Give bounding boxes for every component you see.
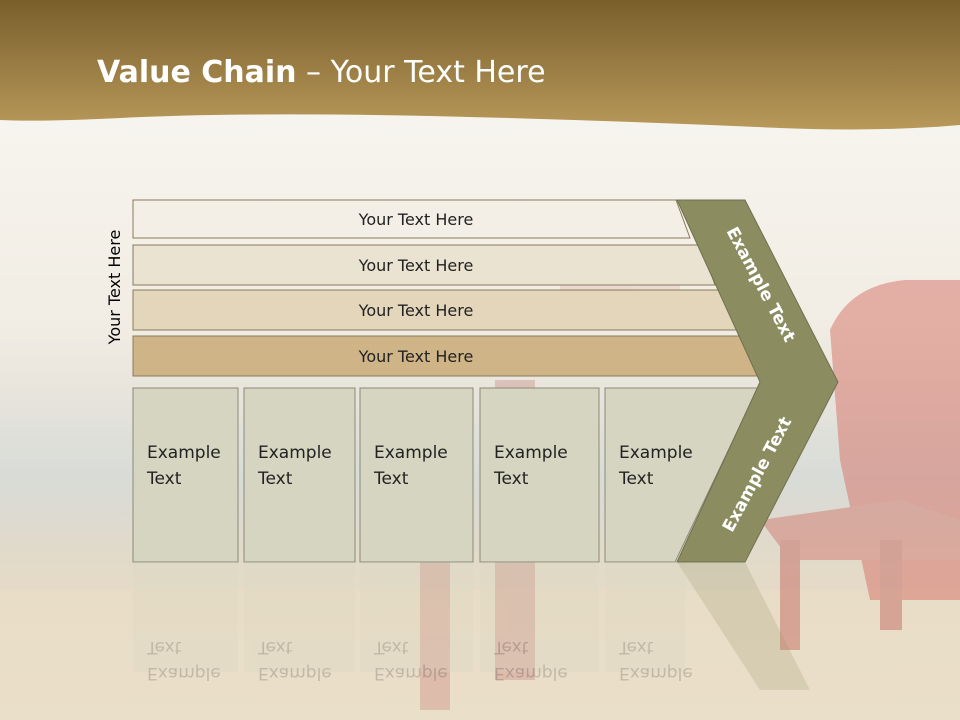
row-bar <box>132 199 691 239</box>
box-text-line: Text <box>618 469 654 489</box>
chevron-reflection-shape <box>677 562 810 690</box>
box-shape <box>359 387 474 563</box>
box-reflection: Example Text <box>244 562 355 683</box>
reflection-text: Text <box>618 637 654 657</box>
reflection-text: Example <box>374 663 448 683</box>
chevron-reflection <box>677 562 810 690</box>
reflection-text: Example <box>258 663 332 683</box>
reflection-text: Example <box>619 663 693 683</box>
box-text-line: Example <box>258 443 332 463</box>
title-bold: Value Chain <box>97 55 297 90</box>
header-band <box>0 0 960 130</box>
box-text-line: Text <box>493 469 529 489</box>
row-3: Your Text Here <box>132 289 739 331</box>
box-text-line: Example <box>494 443 568 463</box>
beach-chair-right <box>760 280 960 650</box>
box-shape <box>132 387 239 563</box>
reflection-text: Text <box>146 637 182 657</box>
reflection-text: Text <box>493 637 529 657</box>
reflection-shape <box>480 562 599 672</box>
box-text-line: Example <box>147 443 221 463</box>
row-2: Your Text Here <box>132 244 716 286</box>
box-text-line: Text <box>373 469 409 489</box>
box-shape <box>243 387 356 563</box>
box-text-line: Example <box>374 443 448 463</box>
box-reflection: Example Text <box>605 562 693 683</box>
row-bar <box>132 244 716 286</box>
box-reflection: Example Text <box>480 562 599 683</box>
reflection-text: Example <box>494 663 568 683</box>
reflection-shape <box>244 562 355 672</box>
box-shape <box>479 387 600 563</box>
row-1: Your Text Here <box>132 199 691 239</box>
box-reflection: Example Text <box>133 562 238 683</box>
row-label: Your Text Here <box>358 347 474 366</box>
chevron-shape <box>676 199 839 563</box>
title-rest: – Your Text Here <box>296 55 546 90</box>
row-label: Your Text Here <box>358 210 474 229</box>
page-title: Value Chain – Your Text Here <box>97 55 546 90</box>
reflection-shape <box>360 562 473 672</box>
row-label: Your Text Here <box>358 301 474 320</box>
reflection-text: Text <box>373 637 409 657</box>
box-text-line: Text <box>146 469 182 489</box>
box-reflection: Example Text <box>360 562 473 683</box>
box-shape <box>604 387 759 563</box>
reflection-text: Example <box>147 663 221 683</box>
reflection-text: Text <box>257 637 293 657</box>
reflection-shape <box>605 562 685 672</box>
box-text-line: Text <box>257 469 293 489</box>
reflection-shape <box>133 562 238 672</box>
box-text-line: Example <box>619 443 693 463</box>
row-4: Your Text Here <box>132 335 763 377</box>
row-label: Your Text Here <box>358 256 474 275</box>
